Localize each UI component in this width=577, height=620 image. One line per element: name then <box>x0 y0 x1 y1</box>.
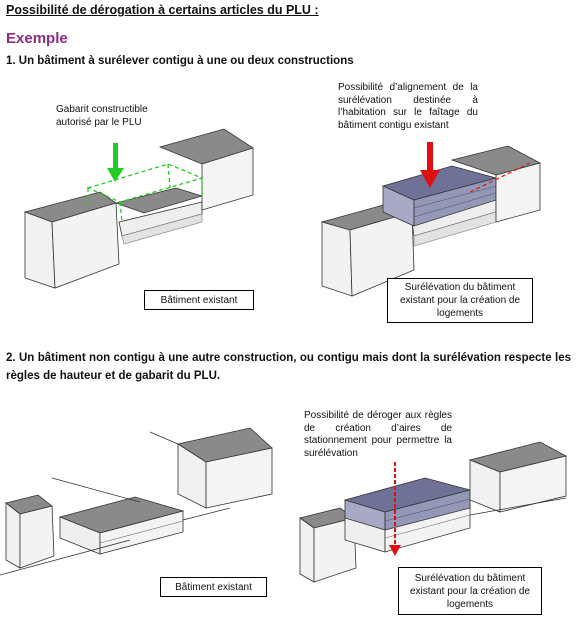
green-arrow-shaft <box>113 143 118 171</box>
red-arrow-head <box>420 170 440 188</box>
parking-note: Possibilité de déroger aux règles de cré… <box>304 410 452 459</box>
green-arrow-head <box>107 168 124 182</box>
alignment-note: Possibilité d’alignement de la surélévat… <box>338 82 478 131</box>
example-heading: Exemple <box>6 30 68 47</box>
red-arrow-shaft <box>427 142 433 174</box>
caption-existing-building-1: Bâtiment existant <box>144 290 254 310</box>
red-arrow-head-2 <box>389 545 401 556</box>
page-title: Possibilité de dérogation à certains art… <box>6 3 319 17</box>
caption-raised-building-2: Surélévation du bâtiment existant pour l… <box>398 567 542 615</box>
section1-heading: 1. Un bâtiment à surélever contigu à une… <box>6 55 354 67</box>
gabarit-note: Gabarit constructible autorisé par le PL… <box>56 104 148 128</box>
caption-raised-building-1: Surélévation du bâtiment existant pour l… <box>387 278 533 323</box>
caption-existing-building-2: Bâtiment existant <box>160 577 267 597</box>
section2-heading: 2. Un bâtiment non contigu à une autre c… <box>6 352 571 382</box>
